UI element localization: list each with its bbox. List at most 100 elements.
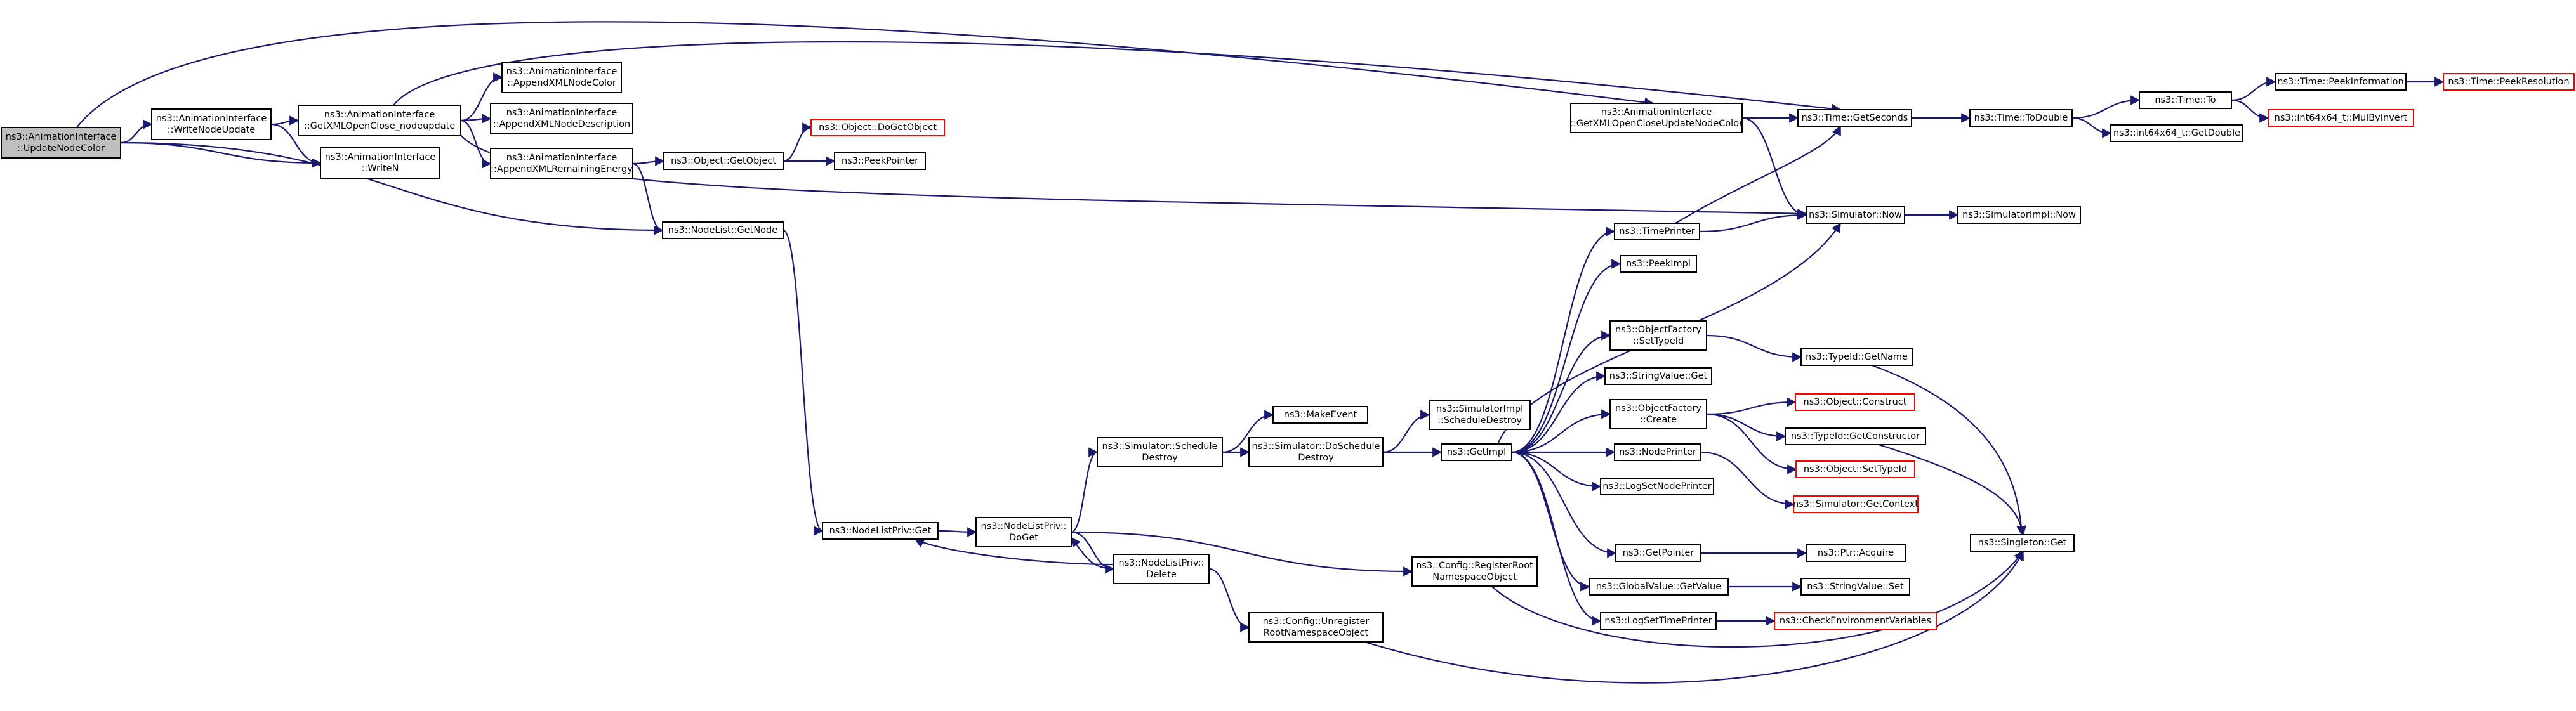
node-label: ns3::Time::To (2155, 95, 2216, 105)
node-label: ns3::AnimationInterface (324, 110, 435, 120)
node-box (1970, 534, 2075, 552)
graph-node[interactable]: ns3::TimePrinter (1614, 223, 1700, 240)
node-box (1957, 206, 2081, 224)
edge-n18-n41 (1511, 451, 1602, 492)
graph-node[interactable]: ns3::AnimationInterface::AppendXMLNodeCo… (501, 62, 622, 93)
graph-node[interactable]: ns3::NodeListPriv::Delete (1113, 554, 1210, 584)
graph-node[interactable]: ns3::Simulator::Now (1806, 206, 1905, 224)
edge-n18-n31 (1511, 226, 1616, 453)
edge-n21-n29 (1741, 117, 1807, 220)
graph-node[interactable]: ns3::TypeId::GetName (1800, 348, 1913, 366)
node-label: RootNamespaceObject (1264, 628, 1369, 638)
graph-node[interactable]: ns3::Simulator::GetContext (1793, 495, 1919, 513)
graph-node[interactable]: ns3::Ptr::Acquire (1806, 544, 1906, 562)
node-label: NamespaceObject (1432, 572, 1517, 582)
node-label: ns3::Time::PeekInformation (2277, 77, 2403, 87)
graph-node[interactable]: ns3::Object::DoGetObject (810, 119, 945, 136)
edge-n18-n36 (1511, 409, 1611, 453)
node-label: ::GetXMLOpenCloseUpdateNodeColor (1570, 119, 1743, 129)
graph-node[interactable]: ns3::LogSetNodePrinter (1600, 478, 1714, 495)
node-label: ns3::Object::Construct (1804, 397, 1907, 407)
graph-node[interactable]: ns3::StringValue::Set (1800, 578, 1910, 596)
edge-n24-n25 (2231, 77, 2276, 101)
graph-node[interactable]: ns3::Time::PeekResolution (2443, 73, 2575, 91)
graph-node[interactable]: ns3::ObjectFactory::Create (1609, 399, 1707, 429)
graph-node[interactable]: ns3::Simulator::ScheduleDestroy (1097, 437, 1223, 467)
graph-node[interactable]: ns3::MakeEvent (1272, 406, 1368, 424)
node-box (1411, 556, 1538, 587)
edge-n8-n7 (783, 122, 812, 162)
edge-n2-n4 (460, 72, 503, 122)
graph-node[interactable]: ns3::AnimationInterface::GetXMLOpenClose… (298, 105, 461, 136)
node-box (320, 147, 440, 179)
node-box (1793, 495, 1919, 513)
node-box (1800, 578, 1910, 596)
node-label: ns3::ObjectFactory (1615, 403, 1701, 414)
edge-n0-n21 (76, 21, 1655, 129)
node-box (1589, 578, 1729, 596)
graph-node[interactable]: ns3::Object::SetTypeId (1795, 460, 1915, 478)
graph-node[interactable]: ns3::GlobalValue::GetValue (1589, 578, 1729, 596)
graph-node[interactable]: ns3::AnimationInterface::AppendXMLNodeDe… (490, 103, 633, 134)
node-label: ns3::AnimationInterface (325, 152, 436, 162)
graph-node[interactable]: ns3::TypeId::GetConstructor (1785, 427, 1926, 445)
graph-node[interactable]: ns3::Object::Construct (1795, 393, 1915, 411)
graph-node[interactable]: ns3::LogSetTimePrinter (1600, 612, 1717, 630)
graph-node[interactable]: ns3::PeekImpl (1620, 255, 1697, 273)
graph-node[interactable]: ns3::StringValue::Get (1604, 367, 1712, 385)
node-box (1795, 460, 1915, 478)
node-label: ns3::AnimationInterface (506, 108, 618, 118)
graph-node[interactable]: ns3::NodeListPriv::Get (822, 522, 939, 540)
node-label: ::ScheduleDestroy (1437, 415, 1522, 426)
graph-node[interactable]: ns3::int64x64_t::MulByInvert (2268, 109, 2414, 127)
node-label: ::AppendXMLRemainingEnergy (491, 164, 633, 174)
edge-n31-n22 (1675, 125, 1841, 224)
graph-node[interactable]: ns3::ObjectFactory::SetTypeId (1609, 320, 1707, 351)
graph-node[interactable]: ns3::int64x64_t::GetDouble (2110, 124, 2243, 142)
graph-node[interactable]: ns3::GetPointer (1615, 544, 1701, 562)
graph-node[interactable]: ns3::AnimationInterface::UpdateNodeColor (1, 127, 121, 159)
edge-n36-n38 (1706, 413, 1787, 441)
graph-node[interactable]: ns3::AnimationInterface::AppendXMLRemain… (490, 148, 633, 179)
graph-node[interactable]: ns3::CheckEnvironmentVariables (1774, 612, 1937, 630)
node-label: Delete (1146, 570, 1177, 580)
graph-node[interactable]: ns3::SimulatorImpl::ScheduleDestroy (1429, 400, 1531, 430)
graph-node[interactable]: ns3::AnimationInterface::WriteNodeUpdate (151, 108, 272, 140)
node-box (1600, 478, 1714, 495)
graph-node[interactable]: ns3::AnimationInterface::WriteN (320, 147, 440, 179)
node-label: ns3::NodeListPriv:: (1119, 558, 1205, 568)
edge-n31-n29 (1699, 210, 1807, 233)
node-label: ns3::Config::RegisterRoot (1416, 561, 1533, 571)
graph-node[interactable]: ns3::Singleton::Get (1970, 534, 2075, 552)
node-box (1, 127, 121, 159)
node-label: ns3::StringValue::Set (1807, 582, 1904, 592)
node-label: ::WriteN (362, 164, 399, 174)
node-label: ns3::int64x64_t::GetDouble (2113, 128, 2240, 138)
graph-node[interactable]: ns3::GetImpl (1441, 443, 1512, 461)
graph-node[interactable]: ns3::NodePrinter (1614, 443, 1701, 461)
node-box (1785, 427, 1926, 445)
node-label: ns3::PeekPointer (842, 156, 918, 166)
edge-n1-n3 (270, 123, 322, 168)
node-box (975, 517, 1072, 547)
graph-node[interactable]: ns3::SimulatorImpl::Now (1957, 206, 2081, 224)
node-box (2268, 109, 2414, 127)
graph-node[interactable]: ns3::Object::GetObject (663, 152, 784, 170)
graph-node[interactable]: ns3::Time::GetSeconds (1797, 109, 1912, 127)
node-box (1620, 255, 1697, 273)
graph-node[interactable]: ns3::Config::UnregisterRootNamespaceObje… (1248, 612, 1384, 643)
node-label: ns3::ObjectFactory (1615, 325, 1701, 335)
node-box (1614, 223, 1700, 240)
graph-node[interactable]: ns3::Time::ToDouble (1969, 109, 2073, 127)
graph-node[interactable]: ns3::PeekPointer (834, 152, 926, 170)
edge-n16-n17 (1382, 410, 1430, 453)
graph-node[interactable]: ns3::NodeListPriv::DoGet (975, 517, 1072, 547)
node-label: ns3::Simulator::DoSchedule (1252, 441, 1380, 452)
edge-n2-n5 (460, 114, 492, 124)
graph-node[interactable]: ns3::NodeList::GetNode (662, 221, 784, 239)
graph-node[interactable]: ns3::Time::PeekInformation (2275, 73, 2407, 91)
graph-node[interactable]: ns3::AnimationInterface::GetXMLOpenClose… (1570, 103, 1743, 133)
graph-node[interactable]: ns3::Time::To (2139, 91, 2232, 109)
